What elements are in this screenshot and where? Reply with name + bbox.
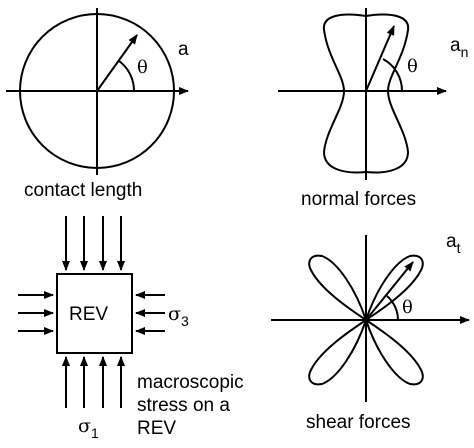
contact-length-circle (19, 13, 175, 169)
normal-force-polar-curve (322, 13, 410, 174)
panel-normal-forces: θ an normal forces (278, 8, 468, 210)
direction-arrow (365, 25, 395, 92)
theta-label: θ (407, 56, 418, 77)
at-label: at (446, 231, 461, 256)
a-label: a (178, 39, 189, 60)
shear-lobe-lower-left (308, 317, 368, 386)
rev-caption-line1: macroscopic (137, 372, 244, 393)
shear-forces-caption: shear forces (306, 412, 411, 433)
panel-shear-forces: θ at shear forces (271, 231, 470, 433)
theta-label: θ (137, 57, 148, 78)
contact-length-caption: contact length (24, 180, 142, 201)
an-label: an (450, 35, 468, 60)
rev-box (56, 273, 133, 354)
sigma3-label: σ3 (168, 303, 189, 329)
rev-label: REV (69, 304, 108, 325)
theta-arc (118, 60, 136, 92)
shear-lobe-upper-right (364, 254, 424, 323)
shear-force-polar-curve (308, 254, 424, 386)
direction-arrow (96, 34, 138, 92)
panel-contact-length: θ a contact length (6, 8, 189, 201)
sigma1-label: σ1 (78, 415, 99, 441)
theta-label: θ (402, 297, 413, 318)
shear-lobe-lower-right (364, 317, 424, 386)
normal-forces-caption: normal forces (301, 189, 416, 210)
panel-rev-stress: REV σ3 σ1 macroscopic stress on a REV (18, 216, 244, 441)
theta-arc (382, 58, 404, 92)
rev-caption-line2: stress on a (137, 395, 230, 416)
shear-lobe-upper-left (308, 254, 368, 323)
rev-caption-line3: REV (137, 418, 176, 439)
direction-arrow (365, 261, 414, 321)
theta-arc (386, 295, 399, 321)
